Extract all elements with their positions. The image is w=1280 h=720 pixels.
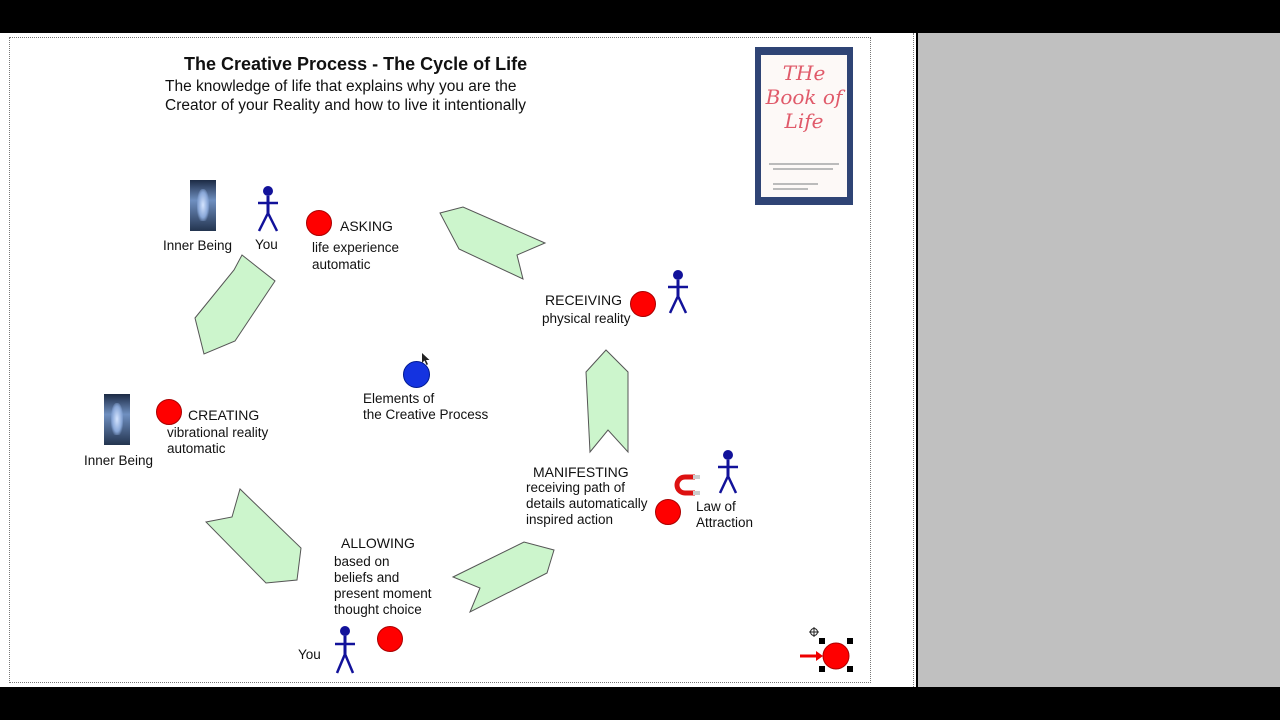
allowing-line3: present moment [334, 586, 432, 601]
center-line2: the Creative Process [363, 407, 489, 422]
asking-line1: life experience [312, 240, 400, 255]
book-cover-image: THe Book of Life [755, 47, 853, 205]
asking-line2: automatic [312, 257, 371, 272]
side-panel [918, 33, 1280, 687]
book-cover-title: THe Book of Life [765, 61, 843, 133]
allowing-line2: beliefs and [334, 570, 400, 585]
arrow-asking-to-receiving [439, 206, 547, 280]
book-cover-text-line [769, 163, 839, 165]
inner-being-image [104, 394, 130, 445]
stick-figure-icon [718, 450, 738, 494]
slide-border [9, 37, 871, 683]
book-cover-text-line [773, 188, 808, 190]
slide-subtitle-line1: The knowledge of life that explains why … [165, 78, 517, 95]
slide-title: The Creative Process - The Cycle of Life [184, 54, 528, 74]
stick-figure-icon [257, 186, 279, 232]
you-bottom-label: You [298, 647, 321, 662]
receiving-line1: physical reality [542, 311, 631, 326]
creating-line2: automatic [167, 441, 226, 456]
stick-figure-icon [668, 270, 688, 314]
selected-shape[interactable] [798, 626, 858, 676]
allowing-dot [377, 626, 403, 652]
cycle-arrows [194, 206, 629, 614]
book-cover-text-line [773, 168, 833, 170]
center-blue-dot[interactable] [403, 361, 430, 388]
allowing-title: ALLOWING [341, 535, 415, 551]
law-label-line1: Law of [696, 499, 736, 514]
manifesting-line1: receiving path of [526, 480, 626, 495]
magnet-icon [674, 474, 700, 496]
asking-title: ASKING [340, 218, 393, 234]
inner-being-top-label: Inner Being [163, 238, 233, 253]
arrow-allowing-to-creating [204, 488, 302, 584]
manifesting-line2: details automatically [526, 496, 648, 511]
cursor-icon [422, 353, 430, 365]
you-top-label: You [255, 237, 278, 252]
arrow-receiving-to-manifesting [585, 349, 629, 454]
receiving-dot [630, 291, 656, 317]
law-label-line2: Attraction [696, 515, 754, 530]
manifesting-dot [655, 499, 681, 525]
creating-line1: vibrational reality [167, 425, 269, 440]
creating-dot [156, 399, 182, 425]
allowing-line1: based on [334, 554, 390, 569]
allowing-line4: thought choice [334, 602, 422, 617]
book-cover-page: THe Book of Life [761, 55, 847, 197]
creating-title: CREATING [188, 407, 260, 423]
center-line1: Elements of [363, 391, 435, 406]
receiving-title: RECEIVING [545, 292, 623, 308]
stick-figure-icon [335, 626, 355, 674]
book-cover-text-line [773, 183, 818, 185]
arrow-manifesting-to-allowing [451, 541, 555, 614]
manifesting-title: MANIFESTING [533, 464, 629, 480]
asking-dot [306, 210, 332, 236]
bottom-letterbox [0, 687, 1280, 720]
page-edge-line [913, 33, 915, 687]
inner-being-left-label: Inner Being [84, 453, 154, 468]
arrow-creating-to-asking [194, 254, 276, 355]
top-letterbox [0, 0, 1280, 33]
slide-subtitle-line2: Creator of your Reality and how to live … [165, 97, 526, 114]
manifesting-line3: inspired action [526, 512, 614, 527]
inner-being-image [190, 180, 216, 231]
